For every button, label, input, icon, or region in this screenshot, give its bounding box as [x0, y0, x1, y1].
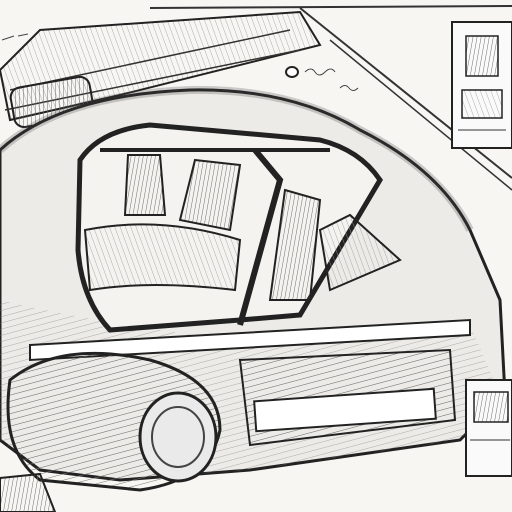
sheet-border-lines — [149, 5, 512, 191]
door-sill — [29, 318, 471, 447]
rear-seat — [83, 154, 242, 292]
front-seat — [268, 188, 402, 301]
detail-panel-bottom-left — [0, 472, 57, 512]
detail-panel-bottom-right — [465, 379, 512, 477]
front-wheel — [6, 351, 222, 492]
detail-panel-top-right — [451, 21, 512, 149]
